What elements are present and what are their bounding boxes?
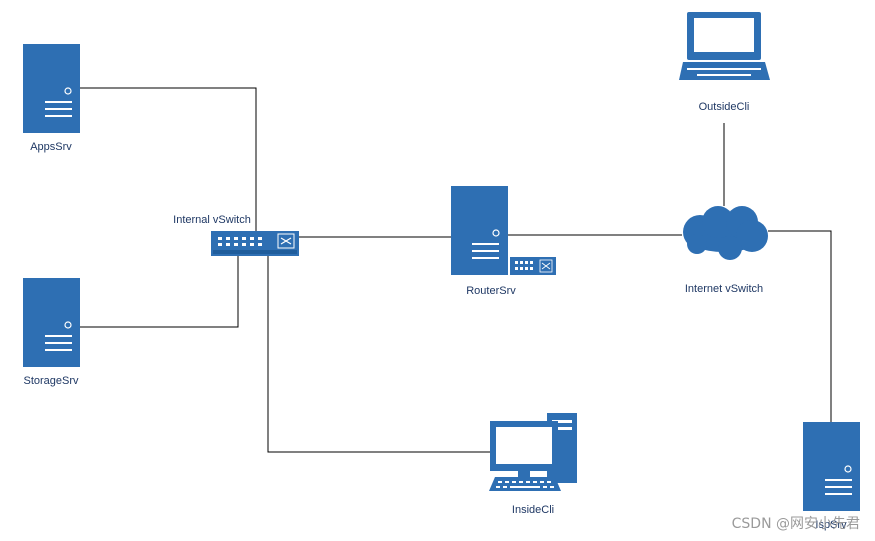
router-srv-node[interactable]: RouterSrv (451, 186, 556, 297)
apps-srv-node[interactable]: AppsSrv (23, 44, 80, 153)
apps-srv-label: AppsSrv (30, 141, 72, 153)
link-appssrv-internal-vswitch (80, 87, 257, 231)
internal-vswitch-node[interactable]: Internal vSwitch (173, 214, 299, 256)
link-internet-vswitch-ispsrv (768, 230, 832, 422)
outside-cli-label: OutsideCli (699, 101, 750, 113)
isp-srv-label: IspSrv (815, 519, 847, 531)
watermark: CSDN @网安小先君 (732, 516, 860, 532)
desktop-computer-icon (489, 413, 577, 491)
server-icon (451, 186, 508, 275)
laptop-icon (679, 12, 770, 80)
switch-icon (211, 231, 299, 256)
storage-srv-node[interactable]: StorageSrv (23, 278, 80, 387)
router-srv-label: RouterSrv (466, 285, 516, 297)
cloud-icon (683, 206, 768, 260)
internet-vswitch-label: Internet vSwitch (685, 283, 763, 295)
internal-vswitch-label: Internal vSwitch (173, 214, 251, 226)
connections (80, 87, 832, 453)
inside-cli-label: InsideCli (512, 504, 554, 516)
server-icon (803, 422, 860, 511)
internet-vswitch-node[interactable]: Internet vSwitch (683, 206, 768, 295)
isp-srv-node[interactable]: IspSrv (803, 422, 860, 531)
server-icon (23, 44, 80, 133)
outside-cli-node[interactable]: OutsideCli (679, 12, 770, 113)
storage-srv-label: StorageSrv (23, 375, 79, 387)
link-insidecli-internal-vswitch (267, 256, 490, 453)
link-storagesrv-internal-vswitch (80, 256, 239, 328)
inside-cli-node[interactable]: InsideCli (489, 413, 577, 516)
server-icon (23, 278, 80, 367)
nic-switch-icon (510, 257, 556, 275)
